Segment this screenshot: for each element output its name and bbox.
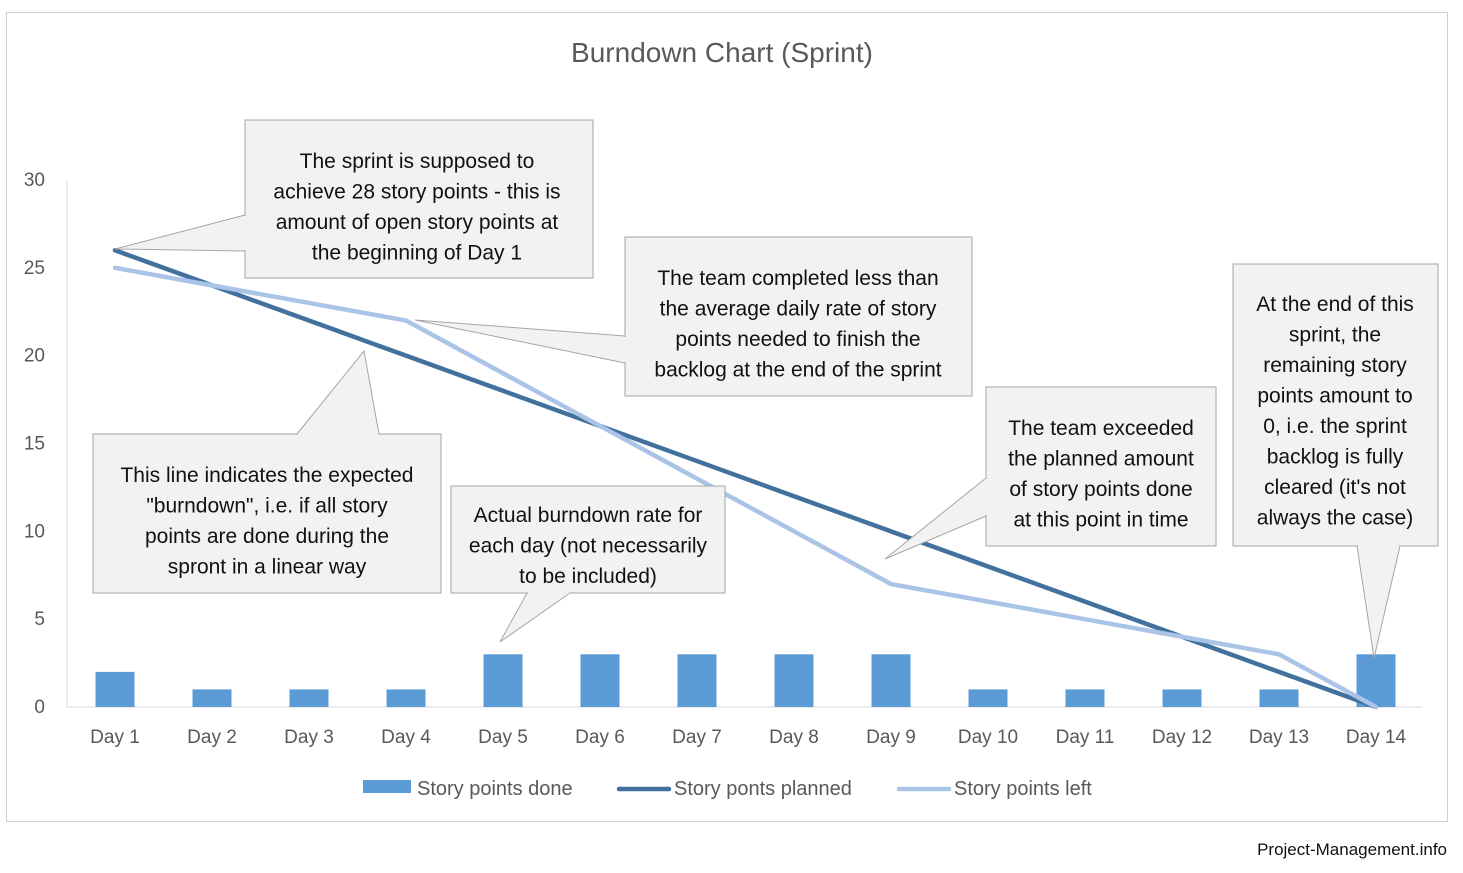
- chart-title: Burndown Chart (Sprint): [571, 37, 873, 68]
- x-tick-label: Day 10: [958, 727, 1018, 748]
- x-tick-label: Day 6: [575, 727, 625, 748]
- line-series: [112, 248, 1379, 710]
- callout-box: [450, 485, 726, 594]
- y-tick-label: 0: [34, 697, 45, 718]
- x-axis-ticks: Day 1 Day 2 Day 3 Day 4 Day 5 Day 6 Day 7 Day 8…: [90, 727, 1406, 748]
- x-tick-label: Day 1: [90, 727, 140, 748]
- y-tick-label: 5: [34, 609, 45, 630]
- bar-story-points-done: [968, 689, 1008, 707]
- callout-text-line: spront in a linear way: [168, 556, 367, 579]
- callout: This line indicates the expected "burndow…: [92, 349, 442, 594]
- bar-story-points-done: [1065, 689, 1105, 707]
- bar-story-points-done: [289, 689, 329, 707]
- bar-story-points-done: [677, 654, 717, 707]
- callout-text-line: the planned amount: [1008, 448, 1194, 471]
- x-tick-label: Day 11: [1056, 727, 1115, 748]
- callout-text-line: Actual burndown rate for: [474, 504, 703, 527]
- legend-item: Story ponts planned: [616, 778, 852, 800]
- callout-text-line: achieve 28 story points - this is: [273, 181, 560, 204]
- callout-text-line: points are done during the: [145, 525, 389, 548]
- callout-text-line: the beginning of Day 1: [312, 242, 522, 265]
- callout-box: [1232, 263, 1439, 547]
- callout-box: [92, 433, 442, 594]
- callout-box: [624, 236, 973, 397]
- callout-text-line: to be included): [519, 565, 657, 588]
- callout-text-line: always the case): [1257, 507, 1413, 530]
- x-tick-label: Day 9: [866, 727, 916, 748]
- callout: The team completed less than the average …: [414, 236, 973, 397]
- callout-pointer: [114, 214, 246, 252]
- bar-story-points-done: [192, 689, 232, 707]
- x-tick-label: Day 12: [1152, 727, 1212, 748]
- callout-text-line: backlog is fully: [1267, 446, 1404, 469]
- callouts: The sprint is supposed to achieve 28 stor…: [92, 119, 1439, 659]
- callout-pointer: [499, 592, 572, 643]
- callout-pointer: [1356, 545, 1401, 659]
- x-tick-label: Day 7: [672, 727, 722, 748]
- callout: The team exceeded the planned amount of st…: [884, 386, 1217, 560]
- y-tick-label: 20: [24, 346, 45, 367]
- legend-label: Story points left: [954, 778, 1092, 800]
- callout: Actual burndown rate for each day (not ne…: [450, 485, 726, 643]
- callout-box: [985, 386, 1217, 547]
- y-tick-label: 10: [24, 521, 45, 542]
- callout-text-line: "burndown", i.e. if all story: [146, 495, 388, 518]
- callout-text-line: at this point in time: [1013, 509, 1188, 532]
- callout: At the end of this sprint, the remaining s…: [1232, 263, 1439, 659]
- x-tick-label: Day 13: [1249, 727, 1309, 748]
- x-tick-label: Day 8: [769, 727, 819, 748]
- legend-label: Story ponts planned: [674, 778, 852, 800]
- bar-story-points-done: [1259, 689, 1299, 707]
- callout-text-line: points needed to finish the: [675, 328, 920, 351]
- callout-text-line: backlog at the end of the sprint: [654, 359, 941, 382]
- callout-text-line: The team completed less than: [657, 267, 938, 290]
- line-story-ponts-planned: [112, 248, 1379, 710]
- callout-text-line: This line indicates the expected: [120, 464, 413, 487]
- callout-text-line: The sprint is supposed to: [300, 150, 535, 173]
- legend-item: Story points left: [896, 778, 1092, 800]
- x-tick-label: Day 5: [478, 727, 528, 748]
- legend: Story points done Story ponts planned Stor…: [363, 778, 1092, 800]
- legend-label: Story points done: [417, 778, 573, 800]
- callout-text-line: 0, i.e. the sprint: [1263, 415, 1407, 438]
- line-story-points-left: [112, 265, 1379, 710]
- callout-text-line: the average daily rate of story: [660, 298, 937, 321]
- callout-text-line: amount of open story points at: [276, 211, 559, 234]
- callout-text-line: The team exceeded: [1008, 417, 1194, 440]
- bar-story-points-done: [386, 689, 426, 707]
- chart-frame: Burndown Chart (Sprint) 0 5 10 15 20 25 30 Day…: [6, 12, 1448, 822]
- x-tick-label: Day 14: [1346, 727, 1407, 748]
- x-tick-label: Day 4: [381, 727, 431, 748]
- bar-story-points-done: [1162, 689, 1202, 707]
- bar-story-points-done: [871, 654, 911, 707]
- callout-text-line: each day (not necessarily: [469, 535, 708, 558]
- y-axis-ticks: 0 5 10 15 20 25 30: [24, 170, 45, 718]
- bar-series: [95, 654, 1396, 707]
- bar-story-points-done: [580, 654, 620, 707]
- y-tick-label: 30: [24, 170, 45, 191]
- callout-text-line: At the end of this: [1256, 293, 1414, 316]
- callout-text-line: points amount to: [1257, 385, 1412, 408]
- x-tick-label: Day 3: [284, 727, 334, 748]
- y-tick-label: 25: [24, 258, 45, 279]
- burndown-chart: Burndown Chart (Sprint) 0 5 10 15 20 25 30 Day…: [24, 37, 1439, 800]
- y-tick-label: 15: [24, 434, 45, 455]
- x-tick-label: Day 2: [187, 727, 237, 748]
- callout-text-line: sprint, the: [1289, 324, 1381, 347]
- callout-text-line: of story points done: [1009, 478, 1192, 501]
- callout-text-line: remaining story: [1263, 354, 1407, 377]
- bar-story-points-done: [483, 654, 523, 707]
- callout-box: [244, 119, 594, 279]
- bar-story-points-done: [95, 671, 135, 707]
- legend-swatch: [363, 780, 411, 793]
- callout-pointer: [295, 349, 380, 435]
- callout: The sprint is supposed to achieve 28 stor…: [114, 119, 594, 279]
- source-credit: Project-Management.info: [1257, 840, 1447, 859]
- legend-item: Story points done: [363, 778, 573, 800]
- callout-text-line: cleared (it's not: [1264, 476, 1406, 499]
- bar-story-points-done: [774, 654, 814, 707]
